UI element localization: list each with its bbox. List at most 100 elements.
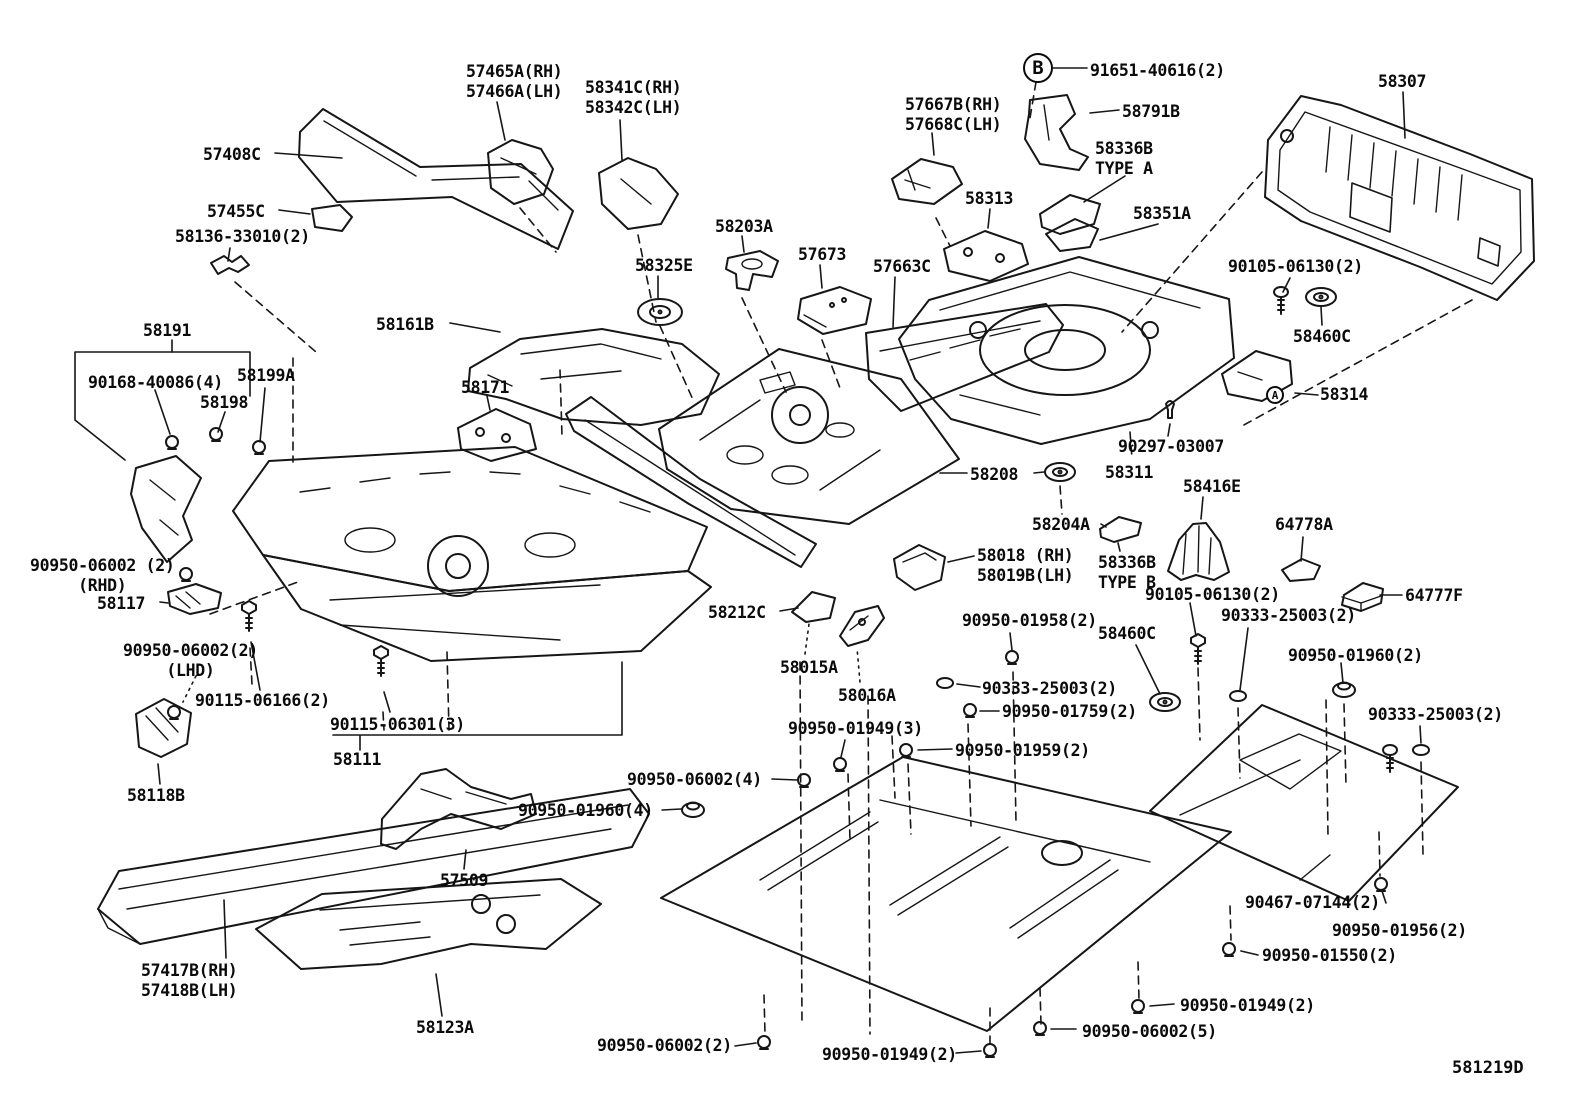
part-label-line: 90115-06166(2) — [195, 691, 330, 710]
part-label-line: 58203A — [715, 217, 773, 236]
part-label-line: 57668C(LH) — [905, 115, 1002, 134]
part-label-line: 90297-03007 — [1118, 437, 1224, 456]
part-label-line: 90950-01960(2) — [1288, 646, 1423, 665]
rear-body-panel-58307-drawing — [1265, 96, 1534, 300]
part-label-line: (RHD) — [78, 576, 127, 595]
part-label-line: 58117 — [97, 594, 146, 613]
part-label-line: 58016A — [838, 686, 896, 705]
part-label-58018-58019b: 58018 (RH)58019B(LH) — [977, 546, 1074, 586]
part-label-58313: 58313 — [965, 189, 1013, 209]
part-label-line: 90950-01759(2) — [1002, 702, 1137, 721]
bracket-58161-drawing — [468, 329, 719, 425]
part-label-line: 57465A(RH) — [466, 62, 563, 81]
part-label-line: 58123A — [416, 1018, 474, 1037]
part-label-line: 58307 — [1378, 72, 1427, 91]
box-64777-drawing — [1342, 583, 1383, 611]
part-label-line: 57418B(LH) — [141, 981, 238, 1000]
part-label-line: 90950-01960(4) — [518, 801, 653, 820]
part-label-90297-03007: 90297-03007 — [1118, 437, 1224, 457]
part-label-90950-01956: 90950-01956(2) — [1332, 921, 1467, 941]
part-label-58212c: 58212C — [708, 603, 766, 623]
part-label-line: 90950-06002(2) — [597, 1036, 732, 1055]
part-label-90333-25003-right: 90333-25003(2) — [1368, 705, 1503, 725]
part-label-line: 58325E — [635, 256, 693, 275]
pad-57673-drawing — [798, 287, 871, 334]
part-label-58208: 58208 — [970, 465, 1018, 485]
grommet-58325-drawing — [638, 299, 682, 325]
part-label-57663c: 57663C — [873, 257, 931, 277]
lower-center-floor-pan-drawing — [661, 757, 1231, 1031]
part-label-57509: 57509 — [440, 871, 488, 891]
drawing-number: 581219D — [1452, 1058, 1524, 1078]
clip-58336-type-b-drawing — [1100, 517, 1141, 542]
part-label-58016a: 58016A — [838, 686, 896, 706]
part-label-line: 90950-06002(5) — [1082, 1022, 1217, 1041]
part-label-line: TYPE B — [1098, 573, 1156, 592]
part-label-line: 58015A — [780, 658, 838, 677]
part-label-line: 58212C — [708, 603, 766, 622]
boot-58416-drawing — [1168, 523, 1229, 580]
leader-lines — [155, 68, 1421, 1053]
bracket-57667-drawing — [892, 159, 962, 204]
part-label-line: 58314 — [1320, 385, 1369, 404]
part-label-58460c-top: 58460C — [1293, 327, 1351, 347]
bracket-58191-group-drawing — [75, 352, 250, 562]
part-label-line: 90105-06130(2) — [1145, 585, 1280, 604]
part-label-90950-06002-rhd: 90950-06002 (2)(RHD) — [30, 556, 175, 596]
part-label-58314: 58314 — [1320, 385, 1368, 405]
part-label-line: 90950-01959(2) — [955, 741, 1090, 760]
part-label-line: 58161B — [376, 315, 434, 334]
bracket-57465-drawing — [488, 140, 553, 204]
part-label-line: 58460C — [1098, 624, 1156, 643]
part-label-line: 58342C(LH) — [585, 98, 682, 117]
clip-58351-drawing — [1046, 219, 1098, 251]
bracket-58313-drawing — [944, 231, 1028, 281]
part-label-line: 64777F — [1405, 586, 1463, 605]
part-label-64778a: 64778A — [1275, 515, 1333, 535]
part-label-58307: 58307 — [1378, 72, 1426, 92]
part-label-line: 58199A — [237, 366, 295, 385]
part-label-line: 57667B(RH) — [905, 95, 1002, 114]
dashed-lines — [210, 82, 1472, 1044]
part-label-58203a: 58203A — [715, 217, 773, 237]
part-label-line: 58171 — [461, 378, 510, 397]
clip-57455-drawing — [312, 205, 352, 231]
part-label-90115-06301: 90115-06301(3) — [330, 715, 465, 735]
part-label-57465a: 57465A(RH)57466A(LH) — [466, 62, 563, 102]
part-label-line: 90168-40086(4) — [88, 373, 223, 392]
part-label-58204a: 58204A — [1032, 515, 1090, 535]
part-label-57455c: 57455C — [207, 202, 265, 222]
part-label-90950-01949-2-br: 90950-01949(2) — [1180, 996, 1315, 1016]
pad-58018-drawing — [894, 545, 945, 590]
bracket-58341-drawing — [599, 158, 678, 229]
bracket-58314-drawing — [1222, 351, 1292, 401]
part-label-line: 90950-01949(3) — [788, 719, 923, 738]
part-label-line: 64778A — [1275, 515, 1333, 534]
part-label-90168-40086: 90168-40086(4) — [88, 373, 223, 393]
part-label-57417b-57418b: 57417B(RH)57418B(LH) — [141, 961, 238, 1001]
part-label-58199a: 58199A — [237, 366, 295, 386]
part-label-line: 90333-25003(2) — [1221, 606, 1356, 625]
part-label-line: 90333-25003(2) — [982, 679, 1117, 698]
part-label-line: 90950-01958(2) — [962, 611, 1097, 630]
part-label-line: 58336B — [1098, 553, 1156, 572]
part-label-58416e: 58416E — [1183, 477, 1241, 497]
part-label-line: 58198 — [200, 393, 249, 412]
part-label-90115-06166: 90115-06166(2) — [195, 691, 330, 711]
part-label-90950-01759: 90950-01759(2) — [1002, 702, 1137, 722]
part-label-90105-06130-top: 90105-06130(2) — [1228, 257, 1363, 277]
rear-crossmember-57663-drawing — [866, 304, 1063, 411]
callout-b: B — [1023, 53, 1053, 83]
plug-58203-drawing — [726, 251, 778, 290]
part-label-line: 57673 — [798, 245, 847, 264]
bracket-58118-drawing — [136, 699, 191, 757]
part-label-line: 58460C — [1293, 327, 1351, 346]
plate-58015-drawing — [792, 592, 835, 622]
part-label-90333-25003-mid: 90333-25003(2) — [982, 679, 1117, 699]
part-label-90950-01949-3: 90950-01949(3) — [788, 719, 923, 739]
part-label-line: 90467-07144(2) — [1245, 893, 1380, 912]
